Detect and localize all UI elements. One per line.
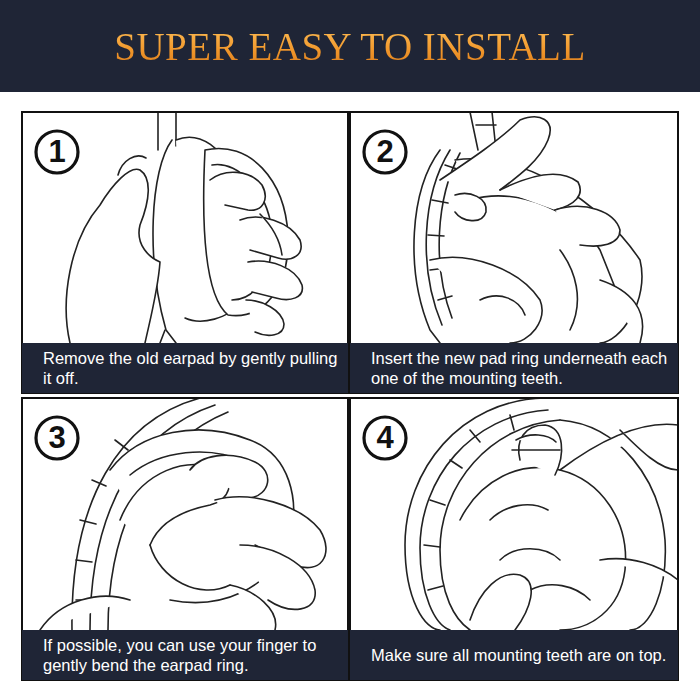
panel-frames <box>22 112 678 680</box>
step-number-circle: 3 <box>34 415 80 461</box>
insert-illustration <box>414 112 643 343</box>
caption-text: Make sure all mounting teeth are on top. <box>371 645 666 665</box>
caption-band: If possible, you can use your finger to … <box>22 630 348 680</box>
step-number-circle: 2 <box>362 129 408 175</box>
caption-text: If possible, you can use your finger to … <box>43 635 338 675</box>
caption-band: Make sure all mounting teeth are on top. <box>350 630 678 680</box>
panel-frame <box>350 398 678 680</box>
title-text: SUPER EASY TO INSTALL <box>114 24 585 69</box>
step-number: 2 <box>362 129 408 175</box>
step-number: 4 <box>362 415 408 461</box>
step-number-circle: 1 <box>34 129 80 175</box>
step-number-circle: 4 <box>362 415 408 461</box>
check-illustration <box>405 398 678 630</box>
step-number: 1 <box>34 129 80 175</box>
caption-band: Insert the new pad ring underneath each … <box>350 343 678 393</box>
step-number: 3 <box>34 415 80 461</box>
caption-text: Insert the new pad ring underneath each … <box>371 348 668 388</box>
panel-frame <box>350 112 678 393</box>
caption-text: Remove the old earpad by gently pulling … <box>43 348 338 388</box>
panel-frame <box>22 112 348 393</box>
caption-band: Remove the old earpad by gently pulling … <box>22 343 348 393</box>
remove-illustration <box>66 112 302 343</box>
bend-illustration <box>40 398 326 630</box>
panel-frame <box>22 398 348 680</box>
title-band: SUPER EASY TO INSTALL <box>0 0 700 92</box>
